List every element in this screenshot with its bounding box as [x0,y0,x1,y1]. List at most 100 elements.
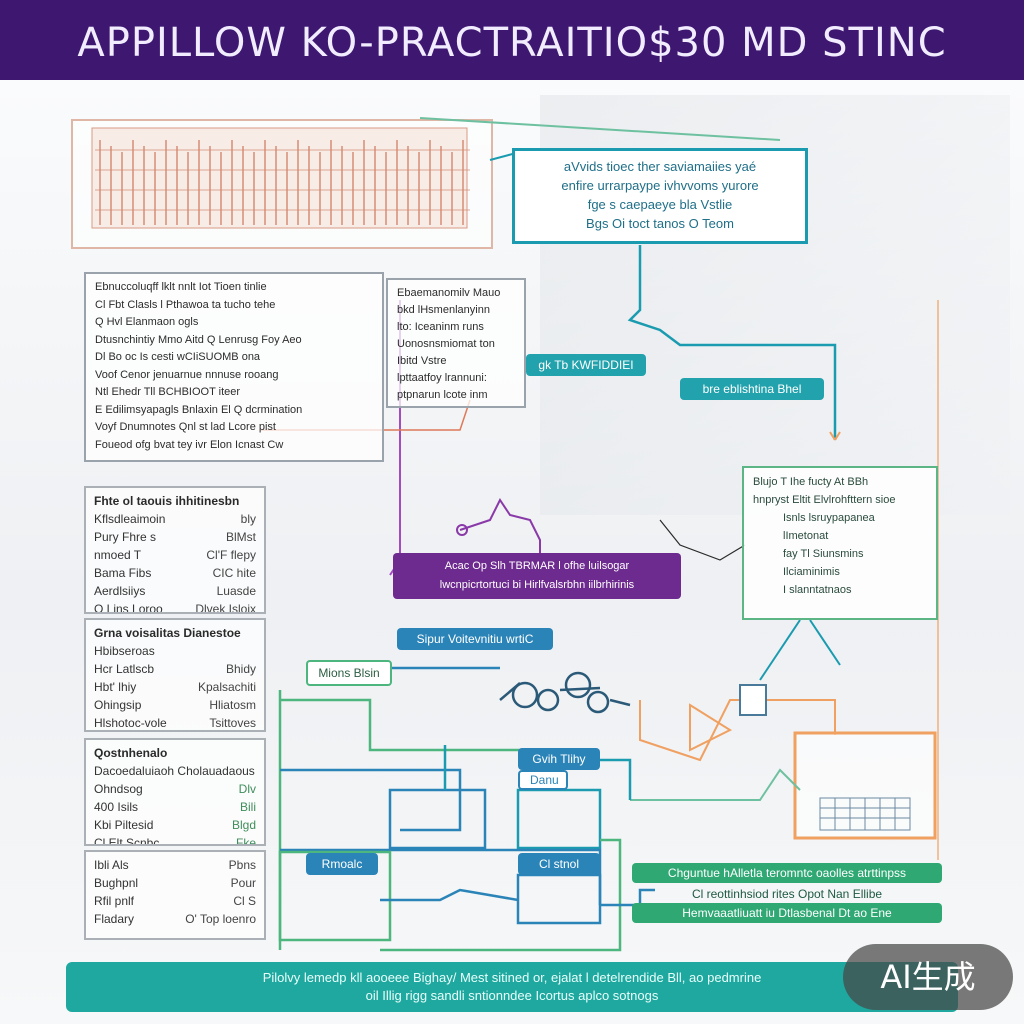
side-panel-cell: Pury Fhre s [94,530,157,544]
bottom-note-line: Chguntue hAlletla teromntc oaolles atrtt… [632,863,942,883]
side-panel-cell: Rfil pnlf [94,894,135,908]
note-line: Bgs Oi toct tanos O Teom [586,216,734,231]
note-line: ptpnarun lcote inm [397,389,488,401]
purple-caption: Acac Op Slh TBRMAR l ofhe luilsogar lwcn… [393,553,681,599]
side-panel-cell: Hlshotoc-vole [94,716,167,730]
note-line: Q Hvl Elanmaon ogls [95,316,199,328]
note-line: Ilciaminimis [783,566,840,578]
side-panel-row: Ohndsog Dlv [94,780,256,798]
side-panel-row: Kflsdleaimoin bly [94,510,256,528]
note-line: Uonosnsmiomat ton [397,338,495,350]
right-note-box: Blujo T Ihe fucty At BBh hnpryst Eltit E… [742,466,938,620]
side-panel-cell: Fladary [94,912,135,926]
note-line: lto: Iceaninm runs [397,321,484,333]
side-panel-cell: Bili [239,800,256,814]
side-panel-cell: Cl Elt Scnbc. [94,836,163,846]
note-line: enfire urrarpaype ivhvvoms yurore [561,178,759,193]
bottom-note-box: Chguntue hAlletla teromntc oaolles atrtt… [632,863,942,925]
note-line: fay Tl Siunsmins [783,548,864,560]
side-panel-cell: 400 Isils [94,800,139,814]
side-panel-cell: bly [240,512,256,526]
side-panel-row: Rfil pnlf Cl S [94,892,256,910]
side-panel-cell: O' Top loenro [185,912,256,926]
side-panel-cell: Ibli Als [94,858,129,872]
note-line: Ebnuccoluqff lklt nnlt Iot Tioen tinlie [95,281,267,293]
note-line: Blujo T Ihe fucty At BBh [753,476,869,488]
side-panel-header: Qostnhenalo [94,746,168,760]
top-note-box: aVvids tioec ther saviamaiies yaé enfire… [512,148,808,244]
side-panel-row: Bughpnl Pour [94,874,256,892]
side-panel-header: Grna voisalitas Dianestoe [94,626,241,640]
note-line: Foueod ofg bvat tey ivr Elon Icnast Cw [95,438,284,451]
side-panel-cell: Blgd [231,818,256,832]
side-panel-cell: Bama Fibs [94,566,152,580]
side-panel-cell: Kflsdleaimoin [94,512,166,526]
side-panel-row: O Lins Loroo Dlvek Isloix [94,600,256,614]
side-panel-cell: Luasde [216,584,256,598]
note-line: I slanntatnaos [783,584,852,596]
note-line: Ntl Ehedr Tll BCHBIOOT iteer [95,386,241,398]
side-panel-cell: Bughpnl [94,876,139,890]
note-line: Isnls lsruypapanea [783,512,875,524]
side-panel-row: nmoed T Cl'F flepy [94,546,256,564]
node-b-right: Cl stnol [518,853,600,875]
data-grid-panel [71,119,493,249]
side-panel-row: 400 Isils Bili [94,798,256,816]
side-panel-cell: Dacoedaluiaoh Cholauadaous [94,764,255,778]
side-panel-cell: BlMst [226,530,256,544]
note-line: bkd lHsmenlanyinn [397,304,490,316]
side-panel-row: Hbibseroas [94,642,256,660]
bottom-note-line: Hemvaaatliuatt iu Dtlasbenal Dt ao Ene [632,903,942,923]
note-line: Voyf Dnumnotes Qnl st lad Lcore pist [95,421,276,433]
side-panel-cell: Hbibseroas [94,644,155,658]
footer-bar: Pilolvy lemedp kll aooeee Bighay/ Mest s… [66,962,958,1012]
side-panel-cell: Cl S [233,894,256,908]
node-a-top: Gvih Tlihy [518,748,600,770]
side-panel-cell: Ohingsip [94,698,142,712]
caption-line: lwcnpicrtortuci bi Hirlfvalsrbhn iilbrhi… [439,579,635,591]
side-panel-cell: Cl'F flepy [206,548,256,562]
note-line: E Edilimsyapagls Bnlaxin El Q dcrminatio… [95,403,303,416]
note-line: Dtusnchintiy Mmo Aitd Q Lenrusg Foy Aeo [95,333,302,346]
note-line: Dl Bo oc Is cesti wCIiSUOMB ona [95,351,261,363]
side-panel-row: Cl Elt Scnbc. Fke [94,834,256,846]
ai-generated-badge: AI生成 [843,944,1013,1010]
side-panel-cell: Bhidy [225,662,256,676]
banner-title: APPILLOW KO-PRACTRAITIO$30 MD STINC [77,20,947,66]
middle-note-box: Ebaemanomilv Mauo bkd lHsmenlanyinn lto:… [386,278,526,408]
footer-line-2: oil Illig rigg sandli sntionndee Icortus… [365,988,659,1003]
side-panel-cell: Fke [235,836,256,846]
side-panel-cell: Aerdlsiiys [94,584,146,598]
side-panel-cell: Hliatosm [209,698,256,712]
side-panel-row: Ohingsip Hliatosm [94,696,256,714]
side-panel-cell: Dlv [238,782,256,796]
side-panel-row: Ibli Als Pbns [94,856,256,874]
caption-line: Acac Op Slh TBRMAR l ofhe luilsogar [444,560,630,572]
note-line: hnpryst Eltit Elvlrohfttern sioe [753,494,896,506]
side-panel-cell: Dlvek Isloix [195,602,256,614]
side-panel-cell: nmoed T [94,548,142,562]
bottom-note-line: Cl reottinhsiod rites Opot Nan Ellibe [691,887,883,901]
side-panel-cell: Hbt' lhiy [94,680,137,694]
side-panel-row: Pury Fhre s BlMst [94,528,256,546]
green-tag-pill: Mions Blsin [306,660,392,686]
note-line: lpttaatfoy lrannuni: [397,372,487,384]
side-panel-cell: Pour [230,876,256,890]
flow-title-pill: Sipur Voitevnitiu wrtiC [397,628,553,650]
data-grid-lines [95,140,470,225]
side-panel-cell: O Lins Loroo [94,602,163,614]
node-a-bottom: Danu [518,770,568,790]
side-panel-row: Fladary O' Top loenro [94,910,256,928]
side-panel-cell: Pbns [228,858,256,872]
note-line: Cl Fbt Clasls l Pthawoa ta tucho tehe [95,298,276,311]
side-panel-cell: Ohndsog [94,782,143,796]
